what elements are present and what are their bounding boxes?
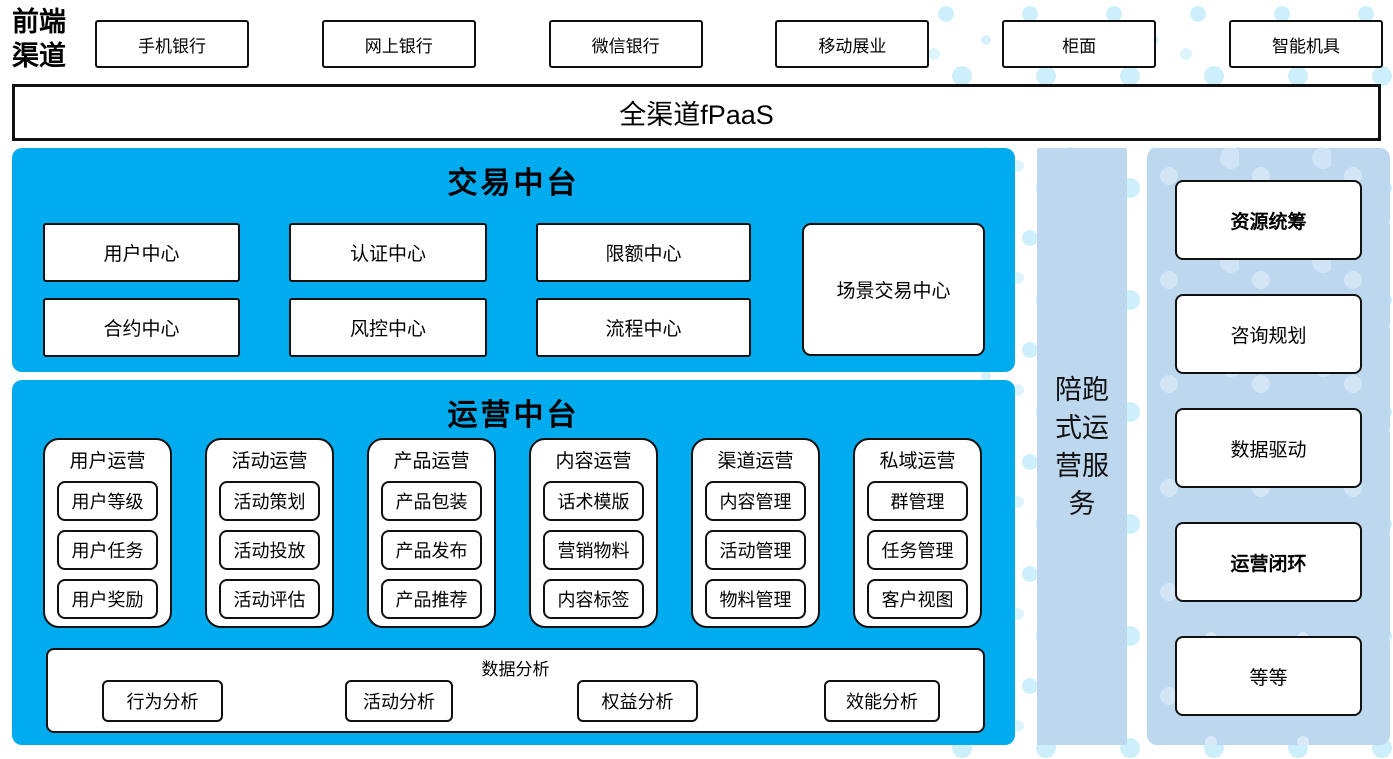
trade-centers-grid: 用户中心认证中心限额中心合约中心风控中心流程中心 [43,223,751,357]
ops-column-title: 活动运营 [231,451,308,472]
channel-box: 微信银行 [548,20,703,68]
ops-column-title: 用户运营 [69,451,146,472]
ops-item-box: 活动投放 [219,530,320,570]
ops-column: 产品运营产品包装产品发布产品推荐 [367,438,496,628]
panel-box: 等等 [1175,636,1362,716]
fpaas-bar: 全渠道fPaaS [12,84,1381,141]
ops-item-box: 产品包装 [381,481,482,521]
scene-trade-center-box: 场景交易中心 [802,223,985,356]
trade-center-box: 认证中心 [289,223,487,282]
panel-box: 咨询规划 [1175,294,1362,374]
ops-column-title: 内容运营 [555,451,632,472]
ops-item-box: 客户视图 [867,579,968,619]
trade-platform-block: 交易中台 用户中心认证中心限额中心合约中心风控中心流程中心 场景交易中心 [12,148,1015,372]
ops-item-box: 任务管理 [867,530,968,570]
analysis-item-box: 权益分析 [577,680,698,722]
ops-item-box: 内容标签 [543,579,644,619]
analysis-item-box: 行为分析 [102,680,223,722]
panel-box: 数据驱动 [1175,408,1362,488]
panel-box: 资源统筹 [1175,180,1362,260]
channel-box: 网上银行 [321,20,476,68]
channel-box: 手机银行 [95,20,249,68]
ops-item-box: 内容管理 [705,481,806,521]
trade-platform-title: 交易中台 [447,167,580,200]
ops-item-box: 活动评估 [219,579,320,619]
channel-box: 智能机具 [1228,20,1383,68]
ops-item-box: 活动管理 [705,530,806,570]
ops-column-title: 渠道运营 [717,451,794,472]
ops-platform-title: 运营中台 [447,399,580,432]
channel-box: 移动展业 [775,20,930,68]
data-analysis-title: 数据分析 [481,660,550,679]
analysis-item-box: 活动分析 [345,680,453,722]
analysis-item-box: 效能分析 [824,680,940,722]
trade-center-box: 合约中心 [43,298,240,357]
ops-column-title: 私域运营 [879,451,956,472]
ops-item-box: 活动策划 [219,481,320,521]
side-service-label: 陪跑式运营服务 [1055,374,1109,519]
trade-center-box: 流程中心 [536,298,751,357]
channel-box: 柜面 [1002,20,1157,68]
side-service-bar: 陪跑式运营服务 [1037,148,1127,745]
ops-item-box: 产品推荐 [381,579,482,619]
ops-column: 活动运营活动策划活动投放活动评估 [205,438,334,628]
ops-item-box: 群管理 [867,481,968,521]
ops-platform-block: 运营中台 用户运营用户等级用户任务用户奖励活动运营活动策划活动投放活动评估产品运… [12,380,1015,745]
side-panel: 资源统筹咨询规划数据驱动运营闭环等等 [1147,148,1390,745]
ops-column-title: 产品运营 [393,451,470,472]
front-channels-label: 前端渠道 [12,7,66,71]
channel-row: 手机银行 网上银行 微信银行 移动展业 柜面 智能机具 [95,20,1383,68]
ops-item-box: 用户任务 [57,530,158,570]
ops-item-box: 话术模版 [543,481,644,521]
ops-item-box: 用户等级 [57,481,158,521]
trade-center-box: 用户中心 [43,223,240,282]
trade-center-box: 限额中心 [536,223,751,282]
ops-item-box: 用户奖励 [57,579,158,619]
ops-column: 私域运营群管理任务管理客户视图 [853,438,982,628]
ops-column: 用户运营用户等级用户任务用户奖励 [43,438,172,628]
ops-columns-row: 用户运营用户等级用户任务用户奖励活动运营活动策划活动投放活动评估产品运营产品包装… [43,438,982,628]
ops-column: 渠道运营内容管理活动管理物料管理 [691,438,820,628]
panel-box: 运营闭环 [1175,522,1362,602]
ops-column: 内容运营话术模版营销物料内容标签 [529,438,658,628]
trade-center-box: 风控中心 [289,298,487,357]
ops-item-box: 营销物料 [543,530,644,570]
ops-item-box: 物料管理 [705,579,806,619]
ops-item-box: 产品发布 [381,530,482,570]
data-analysis-bar: 数据分析 行为分析 活动分析 权益分析 效能分析 [46,648,985,733]
